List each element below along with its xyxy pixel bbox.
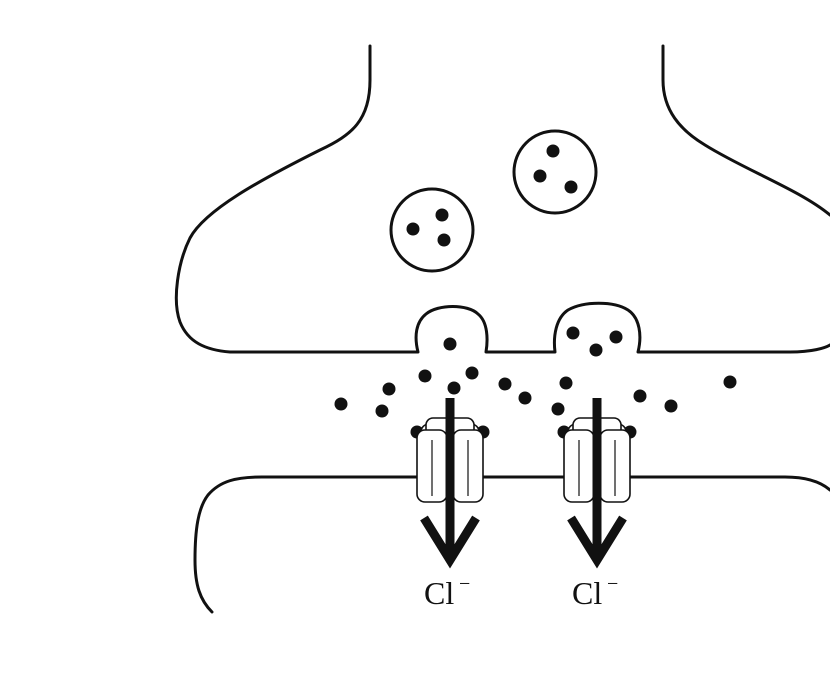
neurotransmitter-dot <box>406 222 420 236</box>
neurotransmitter-dot <box>609 330 623 344</box>
neurotransmitter-dot <box>334 397 348 411</box>
neurotransmitter-dot <box>546 144 560 158</box>
neurotransmitter-dot <box>664 399 678 413</box>
receptor-channel-right <box>563 417 631 503</box>
synaptic-vesicle <box>389 187 475 273</box>
neurotransmitter-dot <box>465 366 479 380</box>
ion-label-left: Cl <box>424 575 454 611</box>
neurotransmitter-dot <box>566 326 580 340</box>
neurotransmitter-molecules <box>334 144 737 439</box>
neurotransmitter-dot <box>443 337 457 351</box>
ion-flow-arrow-left <box>420 398 480 569</box>
ion-charge-left: − <box>459 573 470 595</box>
neurotransmitter-dot <box>437 233 451 247</box>
ion-label-right: Cl <box>572 575 602 611</box>
neurotransmitter-dot <box>533 169 547 183</box>
neurotransmitter-dot <box>633 389 647 403</box>
neurotransmitter-dot <box>564 180 578 194</box>
postsynaptic-membrane <box>193 475 830 614</box>
ion-charge-right: − <box>607 573 618 595</box>
neurotransmitter-dot <box>559 376 573 390</box>
neurotransmitter-dot <box>723 375 737 389</box>
neurotransmitter-dot <box>518 391 532 405</box>
ion-flow-arrow-right <box>567 398 627 569</box>
neurotransmitter-dot <box>435 208 449 222</box>
neurotransmitter-dot <box>447 381 461 395</box>
neurotransmitter-dot <box>418 369 432 383</box>
presynaptic-membrane <box>174 44 830 354</box>
presynaptic-membrane-right <box>661 44 830 217</box>
neurotransmitter-dot <box>589 343 603 357</box>
neurotransmitter-dot <box>375 404 389 418</box>
neurotransmitter-dot <box>551 402 565 416</box>
neurotransmitter-dot <box>382 382 396 396</box>
neurotransmitter-dot <box>498 377 512 391</box>
synaptic-vesicle <box>512 129 598 215</box>
